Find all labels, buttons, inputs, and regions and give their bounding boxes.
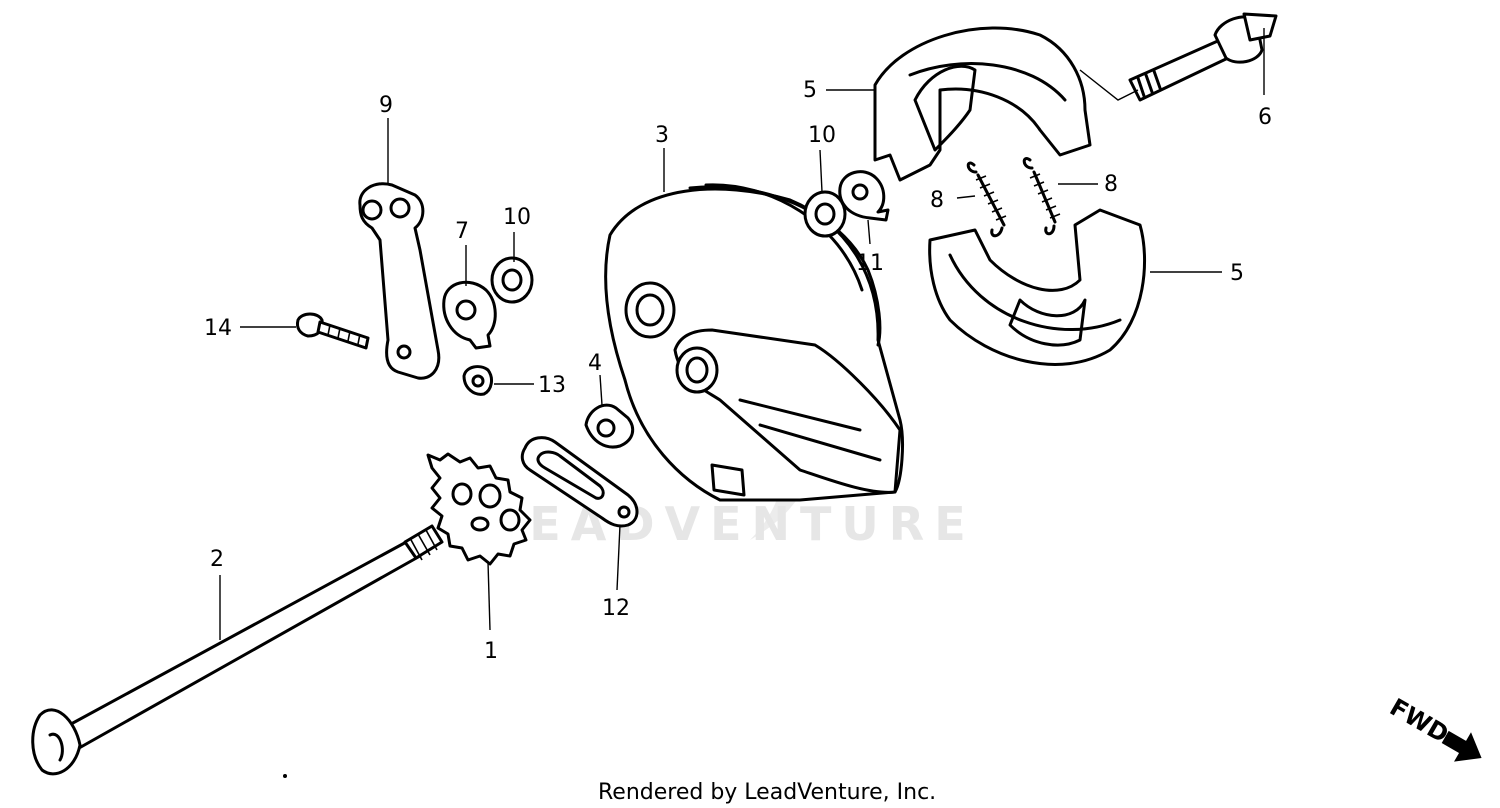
part-1-sprocket [426, 452, 532, 566]
part-2-axle [31, 524, 444, 776]
fwd-marker: FWD [1385, 693, 1482, 762]
part-13-nut [462, 365, 493, 396]
part-12-adjuster-plate [520, 436, 639, 528]
callout-numbers: 1 2 3 4 5 5 6 7 8 8 9 10 10 11 12 13 14 [204, 78, 1272, 664]
callout-8-left: 8 [930, 188, 944, 213]
part-5-brake-shoe-lower [928, 208, 1146, 366]
callout-3: 3 [655, 123, 669, 148]
callout-6: 6 [1258, 105, 1272, 130]
watermark-text: LEADVENTURE [490, 497, 976, 551]
part-8-spring-right [1022, 157, 1061, 236]
part-9-brake-arm [358, 182, 441, 380]
arrow-right-icon [1441, 730, 1482, 762]
callout-5-upper: 5 [803, 78, 817, 103]
part-14-bolt [296, 312, 370, 350]
part-8-spring-left [966, 161, 1007, 238]
part-10-seal-right [803, 190, 847, 238]
part-4-collar [584, 403, 635, 449]
callout-11: 11 [856, 251, 884, 276]
callout-10-right: 10 [808, 123, 836, 148]
fwd-label: FWD [1385, 693, 1453, 749]
callout-7: 7 [455, 219, 469, 244]
part-3-brake-panel [604, 183, 904, 502]
footer-credit: Rendered by LeadVenture, Inc. [598, 780, 936, 805]
part-6-brake-cam [1128, 12, 1278, 102]
callout-13: 13 [538, 373, 566, 398]
leader-lines [219, 28, 1265, 640]
callout-12: 12 [602, 596, 630, 621]
callout-1: 1 [484, 639, 498, 664]
callout-8-right: 8 [1104, 172, 1118, 197]
callout-5-lower: 5 [1230, 261, 1244, 286]
callout-2: 2 [210, 547, 224, 572]
part-7-lock-washer [442, 280, 497, 350]
callout-4: 4 [588, 351, 602, 376]
part-10-seal-left [490, 256, 534, 304]
callout-10-left: 10 [503, 205, 531, 230]
part-11-washer [838, 170, 890, 222]
callout-14: 14 [204, 316, 232, 341]
part-5-brake-shoe-upper [873, 26, 1092, 182]
stray-dot [283, 774, 287, 778]
callout-9: 9 [379, 93, 393, 118]
